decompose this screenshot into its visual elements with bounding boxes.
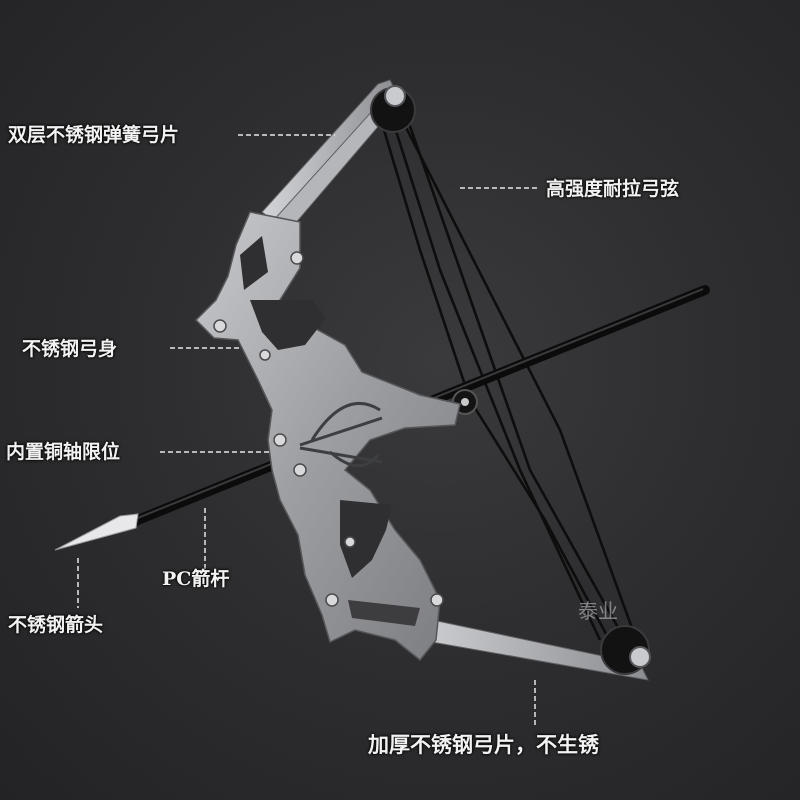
label-arrow-shaft: PC箭杆 — [162, 568, 230, 590]
label-thick-limb: 加厚不锈钢弓片，不生锈 — [368, 732, 599, 757]
label-steel-riser: 不锈钢弓身 — [22, 338, 118, 360]
watermark: 泰业 — [578, 599, 618, 623]
label-double-layer-limbs: 双层不锈钢弹簧弓片 — [8, 124, 180, 146]
label-bow-string: 高强度耐拉弓弦 — [546, 178, 680, 200]
label-axle-stop: 内置铜轴限位 — [6, 441, 121, 463]
leader-lines — [77, 134, 540, 728]
label-arrow-head: 不锈钢箭头 — [8, 614, 104, 636]
upper-cam — [370, 85, 416, 133]
lower-cam — [600, 625, 651, 675]
arrow-head — [54, 513, 139, 551]
riser — [194, 211, 461, 662]
